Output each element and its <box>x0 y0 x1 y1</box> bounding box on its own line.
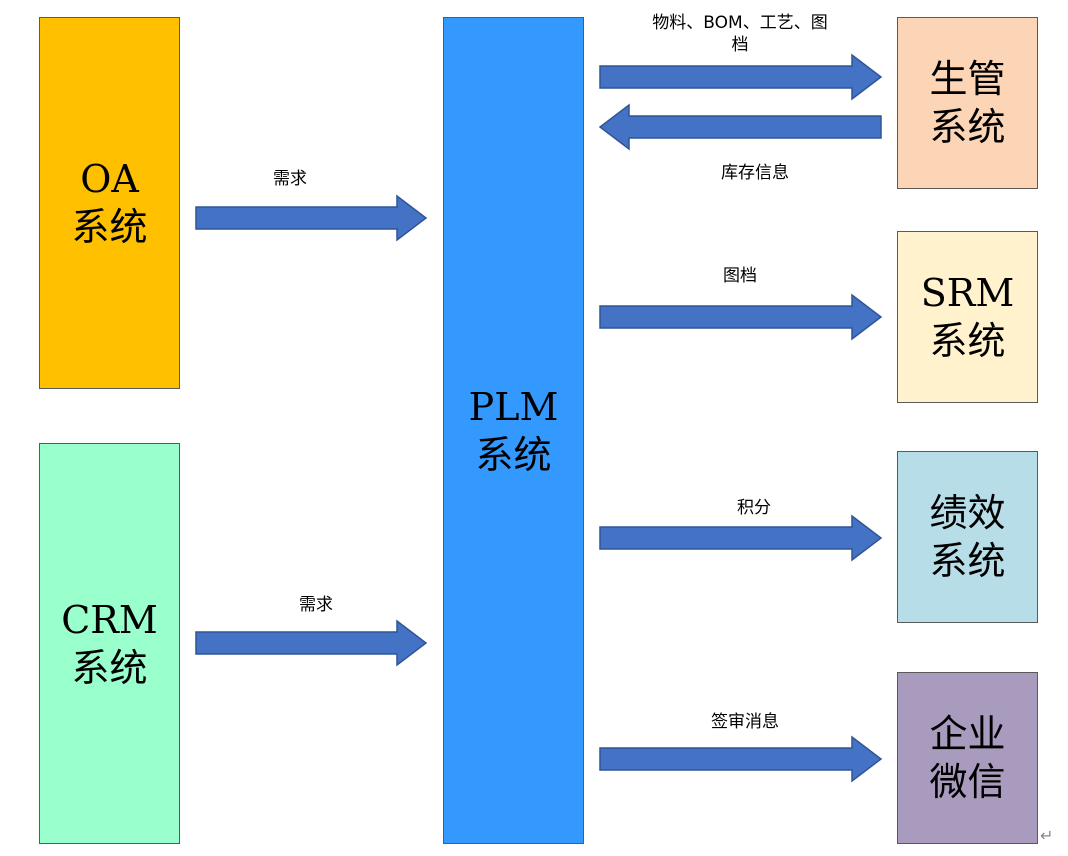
plm-to-wecom-arrow <box>599 735 883 783</box>
plm-system-line2: 系统 <box>475 432 552 477</box>
plm-to-performance-label: 积分 <box>737 498 771 518</box>
crm-system-box: CRM 系统 <box>39 443 180 844</box>
plm-to-performance-arrow <box>599 514 883 562</box>
crm-system-line1: CRM <box>61 597 158 642</box>
plm-system-line1: PLM <box>468 384 559 429</box>
srm-system-line2: 系统 <box>929 319 1006 363</box>
plm-to-production-label-line2: 档 <box>731 35 749 55</box>
plm-system-box: PLM 系统 <box>443 17 584 844</box>
production-to-plm-label: 库存信息 <box>721 163 789 183</box>
crm-to-plm-arrow <box>195 619 428 667</box>
plm-to-production-label: 物料、BOM、工艺、图 档 <box>630 12 850 56</box>
production-system-line1: 生管 <box>929 57 1006 101</box>
performance-system-box: 绩效 系统 <box>897 451 1038 623</box>
crm-system-line2: 系统 <box>71 645 148 690</box>
production-system-box: 生管 系统 <box>897 17 1038 189</box>
crm-to-plm-label: 需求 <box>299 595 333 615</box>
oa-to-plm-label: 需求 <box>273 169 307 189</box>
performance-system-line1: 绩效 <box>929 491 1006 535</box>
production-system-line2: 系统 <box>929 105 1006 149</box>
oa-system-box: OA 系统 <box>39 17 180 389</box>
plm-to-srm-arrow <box>599 293 883 341</box>
srm-system-box: SRM 系统 <box>897 231 1038 403</box>
wecom-system-line2: 微信 <box>929 760 1006 804</box>
plm-to-production-label-line1: 物料、BOM、工艺、图 <box>652 13 828 33</box>
oa-system-line2: 系统 <box>71 205 148 249</box>
performance-system-line2: 系统 <box>929 539 1006 583</box>
oa-to-plm-arrow <box>195 194 428 242</box>
srm-system-line1: SRM <box>920 271 1015 315</box>
plm-to-production-arrow <box>599 53 883 101</box>
plm-to-wecom-label: 签审消息 <box>711 712 779 732</box>
production-to-plm-arrow <box>598 103 882 151</box>
wecom-system-line1: 企业 <box>929 712 1006 756</box>
paragraph-mark-icon: ↵ <box>1040 826 1054 845</box>
wecom-system-box: 企业 微信 <box>897 672 1038 844</box>
oa-system-line1: OA <box>80 157 139 201</box>
plm-to-srm-label: 图档 <box>723 266 757 286</box>
